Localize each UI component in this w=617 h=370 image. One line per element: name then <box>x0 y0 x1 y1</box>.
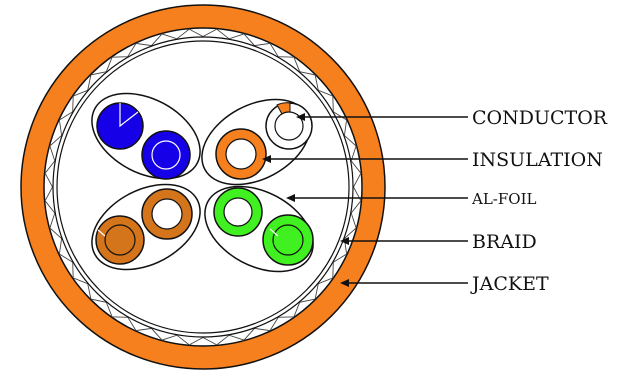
label-jacket: JACKET <box>470 273 549 295</box>
brown-solid-conductor <box>104 224 136 256</box>
braid-inner-edge <box>52 36 354 338</box>
green-pair <box>213 187 314 266</box>
orange-pair <box>215 102 313 180</box>
white-striped-conductor <box>274 111 304 141</box>
label-al-foil: AL-FOIL <box>471 190 536 208</box>
label-braid: BRAID <box>472 231 537 253</box>
brown-striped-conductor <box>151 198 183 230</box>
green-solid-conductor <box>272 224 304 256</box>
leader-lines <box>264 116 468 284</box>
blue-striped-conductor <box>151 140 181 170</box>
leader-arrows <box>262 113 349 287</box>
label-conductor: CONDUCTOR <box>472 107 608 129</box>
al-foil-layer <box>56 40 350 334</box>
orange-solid-conductor <box>225 138 257 170</box>
blue-pair <box>96 102 191 180</box>
green-striped-conductor <box>223 197 253 227</box>
brown-pair <box>95 188 193 265</box>
label-insulation: INSULATION <box>472 149 603 171</box>
